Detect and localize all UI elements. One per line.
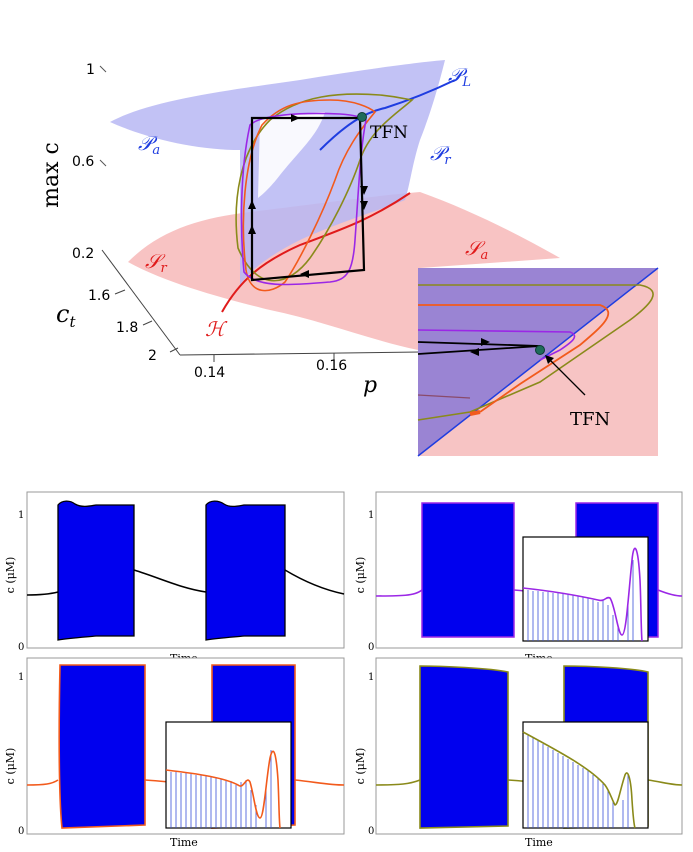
panel1-ytick-1: 1 — [18, 510, 24, 521]
p-tick-014: 0.14 — [194, 365, 225, 381]
label-Pr: 𝒫r — [430, 141, 451, 168]
orbit-olive — [235, 93, 415, 282]
panel3-ytick-0: 0 — [18, 826, 24, 837]
ct-axis-label: ct — [56, 300, 76, 331]
panel2-ytick-1: 1 — [368, 510, 374, 521]
z-tick-06: 0.6 — [72, 154, 94, 170]
panel4-ytick-1: 1 — [368, 672, 374, 683]
panel1-ytick-0: 0 — [18, 642, 24, 653]
inset-tfn-label: TFN — [570, 409, 610, 430]
tfn-label: TFN — [370, 123, 408, 143]
ct-tick-16: 1.6 — [88, 288, 110, 304]
z-tick-02: 0.2 — [72, 246, 94, 262]
inset-zoom: TFN — [417, 267, 659, 457]
panel1-ylabel: c (μM) — [4, 557, 17, 594]
ct-tick-2: 2 — [148, 348, 157, 364]
panel4-ytick-0: 0 — [368, 826, 374, 837]
p-axis-label: p — [363, 373, 377, 398]
inset-tfn-point — [535, 345, 545, 355]
curve-H — [221, 192, 411, 313]
panel-purple: 1 0 c (μM) Time — [354, 491, 683, 665]
z-tick-1: 1 — [86, 62, 95, 78]
panel-olive: 1 0 c (μM) Time — [354, 657, 683, 849]
panel4-xlabel: Time — [525, 836, 553, 849]
label-PL: 𝒫L — [448, 63, 471, 90]
curve-PL — [319, 79, 456, 151]
panel4-ylabel: c (μM) — [354, 748, 367, 785]
panel3-ylabel: c (μM) — [4, 748, 17, 785]
panel3-xlabel: Time — [170, 836, 198, 849]
figure-3d: 1 0.6 0.2 max c 1.6 1.8 2 ct 0.14 0.16 p — [39, 60, 659, 457]
panel-black: 1 0 Time — [18, 491, 345, 665]
tfn-point — [357, 112, 367, 122]
z-axis-label: max c — [39, 142, 64, 208]
ct-tick-18: 1.8 — [116, 320, 138, 336]
p-tick-016: 0.16 — [316, 358, 347, 374]
panel2-ytick-0: 0 — [368, 642, 374, 653]
panel3-ytick-1: 1 — [18, 672, 24, 683]
label-H: ℋ — [205, 317, 228, 341]
panel-orange: 1 0 c (μM) Time — [4, 657, 345, 849]
orbit-orange — [242, 99, 377, 292]
panel2-ylabel: c (μM) — [354, 557, 367, 594]
